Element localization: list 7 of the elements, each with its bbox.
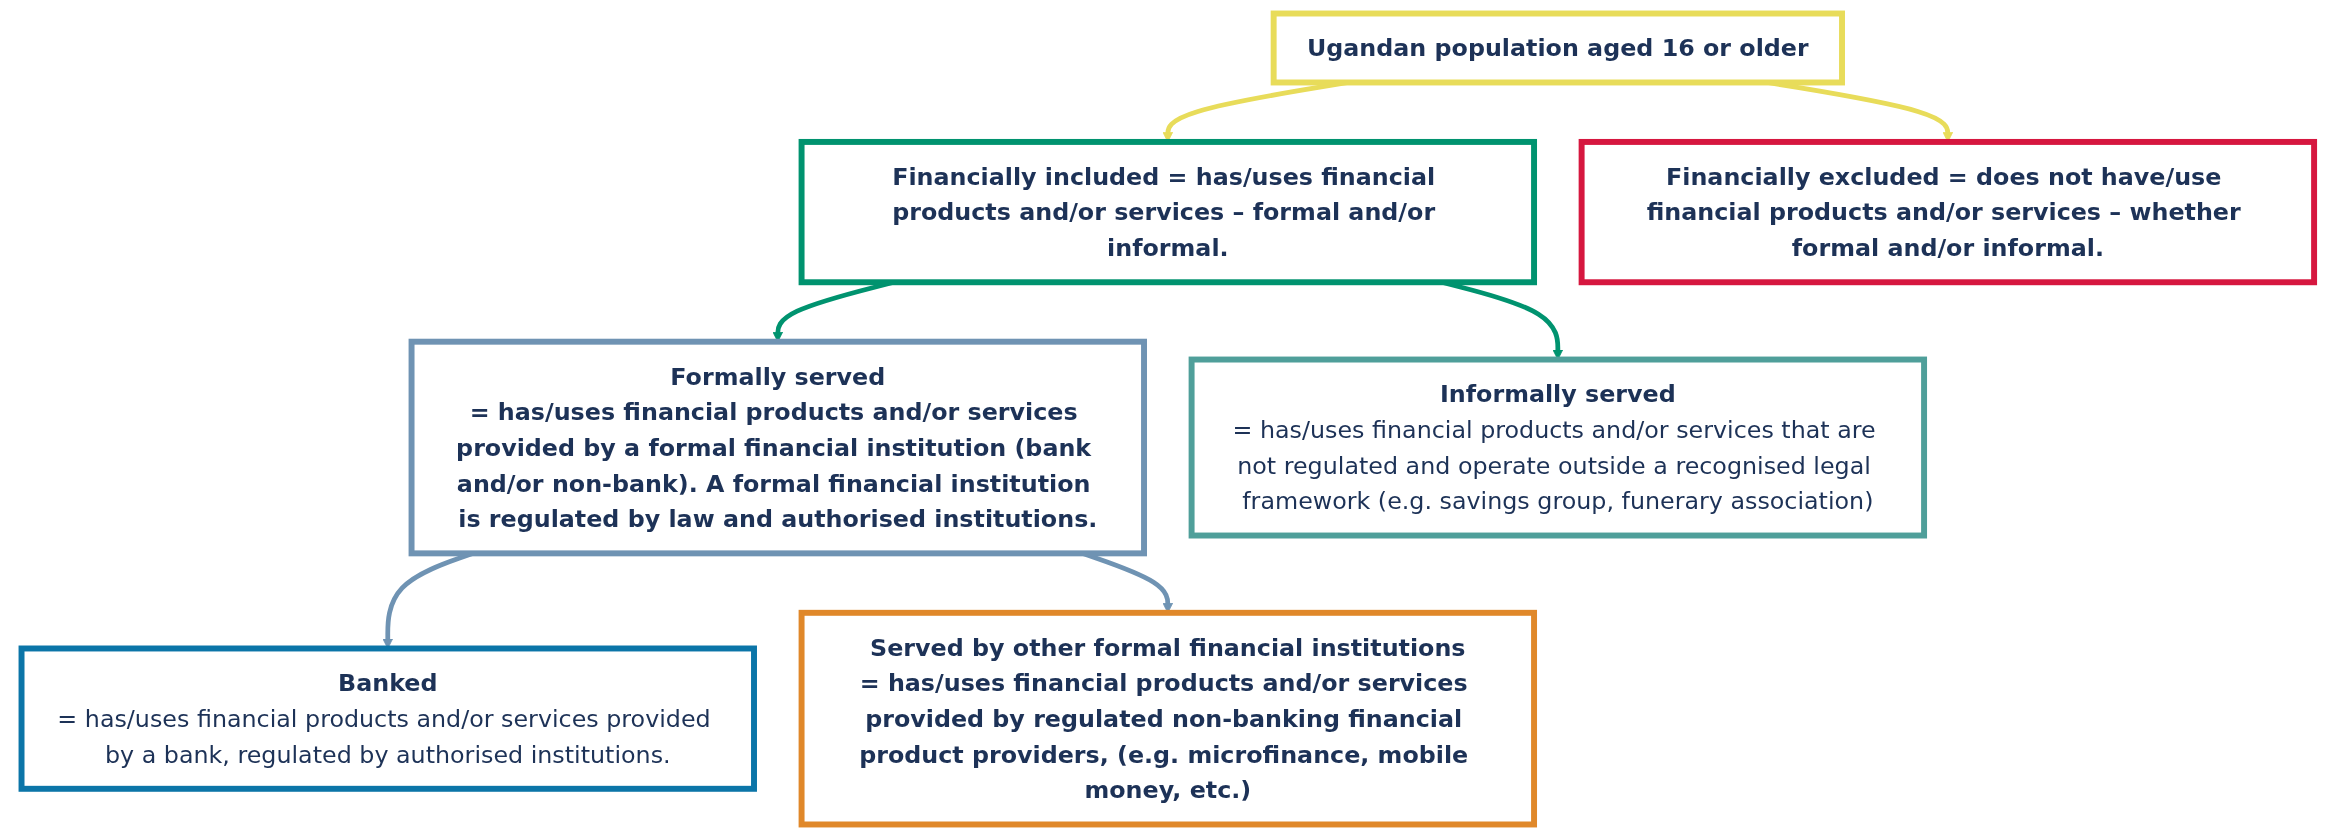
node-box: Served by other formal financial institutions = has/uses financial products and/or services provided by regulated non-banking financial product providers, (e.g. microfinance, mobile money, etc.) — [798, 609, 1537, 828]
node-box: Financially excluded = does not have/use financial products and/or services – whether formal and/or informal. — [1578, 138, 2317, 286]
node-box: Financially included = has/uses financial products and/or services – formal and/or informal. — [798, 138, 1537, 286]
node-box: Banked = has/uses financial products and/or services provided by a bank, regulated by authorised institutions. — [18, 645, 757, 792]
node-box: Formally served = has/uses financial products and/or services provided by a formal financial institution (bank and/or non-bank). A formal financial institution is regulated by law and authorised institutions. — [408, 338, 1147, 557]
node-box: Ugandan population aged 16 or older — [1270, 10, 1845, 86]
node-box: Informally served = has/uses financial products and/or services that are not regulated and operate outside a recognised legal framework (e.g. savings group, funerary association) — [1188, 356, 1927, 539]
